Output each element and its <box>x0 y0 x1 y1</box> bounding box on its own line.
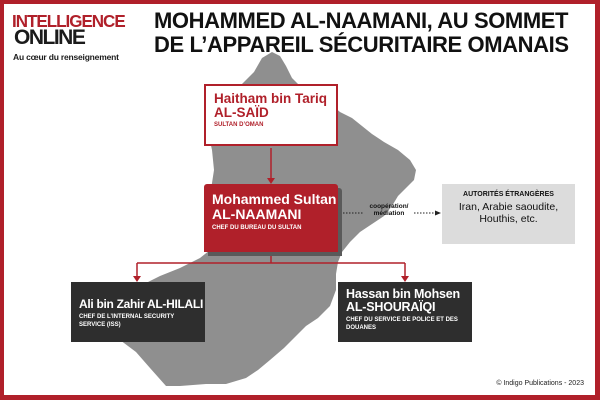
node-name: Haitham bin Tariq <box>214 91 328 106</box>
node-body: Iran, Arabie saoudite, Houthis, etc. <box>458 201 559 225</box>
cooperation-label: coopération/ médiation <box>369 203 409 217</box>
node-name: Mohammed Sultan <box>212 191 337 207</box>
logo-top-text: INTELLIGENCE <box>12 11 126 32</box>
node-sultan: Haitham bin Tariq AL-SAÏD SULTAN D’OMAN <box>204 84 338 146</box>
arrowhead-icon <box>401 276 409 282</box>
node-foreign-authorities: AUTORITÉS ÉTRANGÈRES Iran, Arabie saoudi… <box>442 184 575 244</box>
node-role: CHEF DE L’INTERNAL SECURITY SERVICE (ISS… <box>79 314 175 328</box>
node-surname: AL-SHOURAÏQI <box>346 300 436 314</box>
logo-tagline: Au cœur du renseignement <box>13 52 119 62</box>
intelligence-online-logo: INTELLIGENCE ONLINE Au cœur du renseigne… <box>12 10 142 66</box>
arrowhead-icon <box>267 178 275 184</box>
node-name: Hassan bin Mohsen <box>346 287 460 301</box>
node-hilali: Ali bin Zahir AL-HILALI CHEF DE L’INTERN… <box>71 282 205 342</box>
node-shouraiqi: Hassan bin Mohsen AL-SHOURAÏQI CHEF DU S… <box>338 282 472 342</box>
node-role: CHEF DU SERVICE DE POLICE ET DES DOUANES <box>346 317 458 331</box>
arrowhead-icon <box>133 276 141 282</box>
title-line-2: DE L’APPAREIL SÉCURITAIRE OMANAIS <box>154 32 569 57</box>
node-role: CHEF DU BUREAU DU SULTAN <box>212 225 302 231</box>
node-naamani: Mohammed Sultan AL-NAAMANI CHEF DU BUREA… <box>204 184 338 252</box>
logo-bottom-text: ONLINE <box>14 26 86 49</box>
page-title: MOHAMMED AL-NAAMANI, AU SOMMET DE L’APPA… <box>154 9 594 57</box>
node-name: Ali bin Zahir AL-HILALI <box>79 297 203 311</box>
copyright: © Indigo Publications - 2023 <box>496 380 584 387</box>
node-surname: AL-NAAMANI <box>212 206 302 222</box>
node-heading: AUTORITÉS ÉTRANGÈRES <box>463 191 554 198</box>
node-surname: AL-SAÏD <box>214 105 269 120</box>
title-line-1: MOHAMMED AL-NAAMANI, AU SOMMET <box>154 8 569 33</box>
node-role: SULTAN D’OMAN <box>214 122 264 128</box>
arrowhead-icon <box>435 210 441 216</box>
